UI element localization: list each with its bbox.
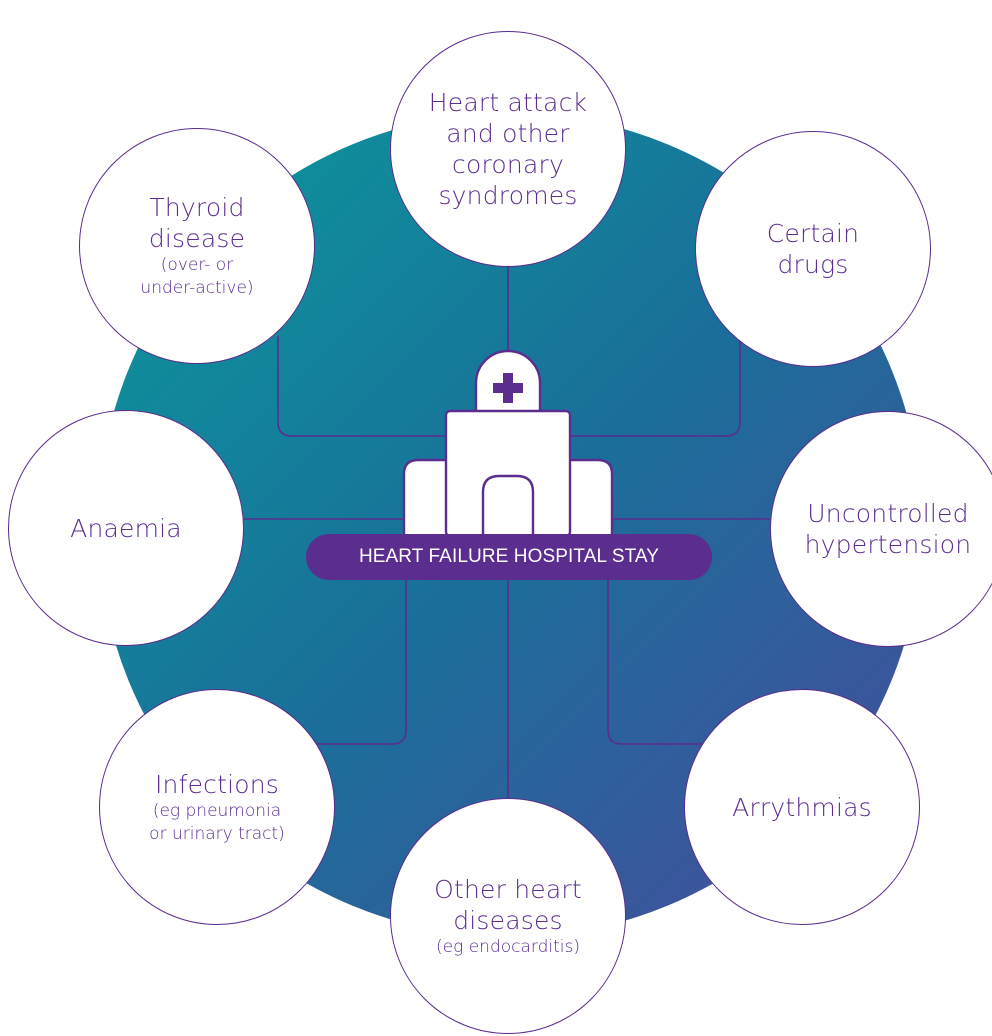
factor-infections-label: Infections	[154, 769, 280, 799]
connector-thyroid	[277, 336, 508, 437]
factor-infections-note: (eg pneumonia or urinary tract)	[149, 800, 285, 844]
factor-heart-attack: Heart attack and other coronary syndrome…	[390, 31, 626, 267]
factor-anaemia-label: Anaemia	[70, 513, 182, 543]
factor-other-heart-diseases-note: (eg endocarditis)	[436, 936, 580, 957]
connector-arrythmias	[607, 580, 704, 745]
factor-hypertension: Uncontrolled hypertension	[770, 411, 992, 647]
factor-heart-attack-label: Heart attack and other coronary syndrome…	[428, 88, 588, 210]
factor-arrythmias: Arrythmias	[684, 689, 920, 925]
connector-certain-drugs	[508, 336, 741, 437]
factor-thyroid: Thyroid disease (over- or under-active)	[79, 128, 315, 364]
factor-arrythmias-label: Arrythmias	[732, 792, 872, 822]
factor-thyroid-label: Thyroid disease	[148, 193, 246, 253]
factor-other-heart-diseases-label: Other heart diseases	[434, 874, 582, 935]
factor-certain-drugs-label: Certain drugs	[766, 219, 860, 279]
factor-certain-drugs: Certain drugs	[695, 131, 931, 367]
hospital-door	[481, 474, 535, 538]
hospital-icon	[402, 349, 614, 538]
factor-other-heart-diseases: Other heart diseases (eg endocarditis)	[390, 798, 626, 1034]
factor-anaemia: Anaemia	[8, 410, 244, 646]
factor-infections: Infections (eg pneumonia or urinary trac…	[99, 689, 335, 925]
factor-thyroid-note: (over- or under-active)	[140, 255, 254, 298]
center-label: HEART FAILURE HOSPITAL STAY	[306, 534, 712, 580]
connector-infections	[310, 580, 407, 745]
factor-hypertension-label: Uncontrolled hypertension	[804, 499, 972, 559]
plus-icon	[493, 373, 523, 403]
